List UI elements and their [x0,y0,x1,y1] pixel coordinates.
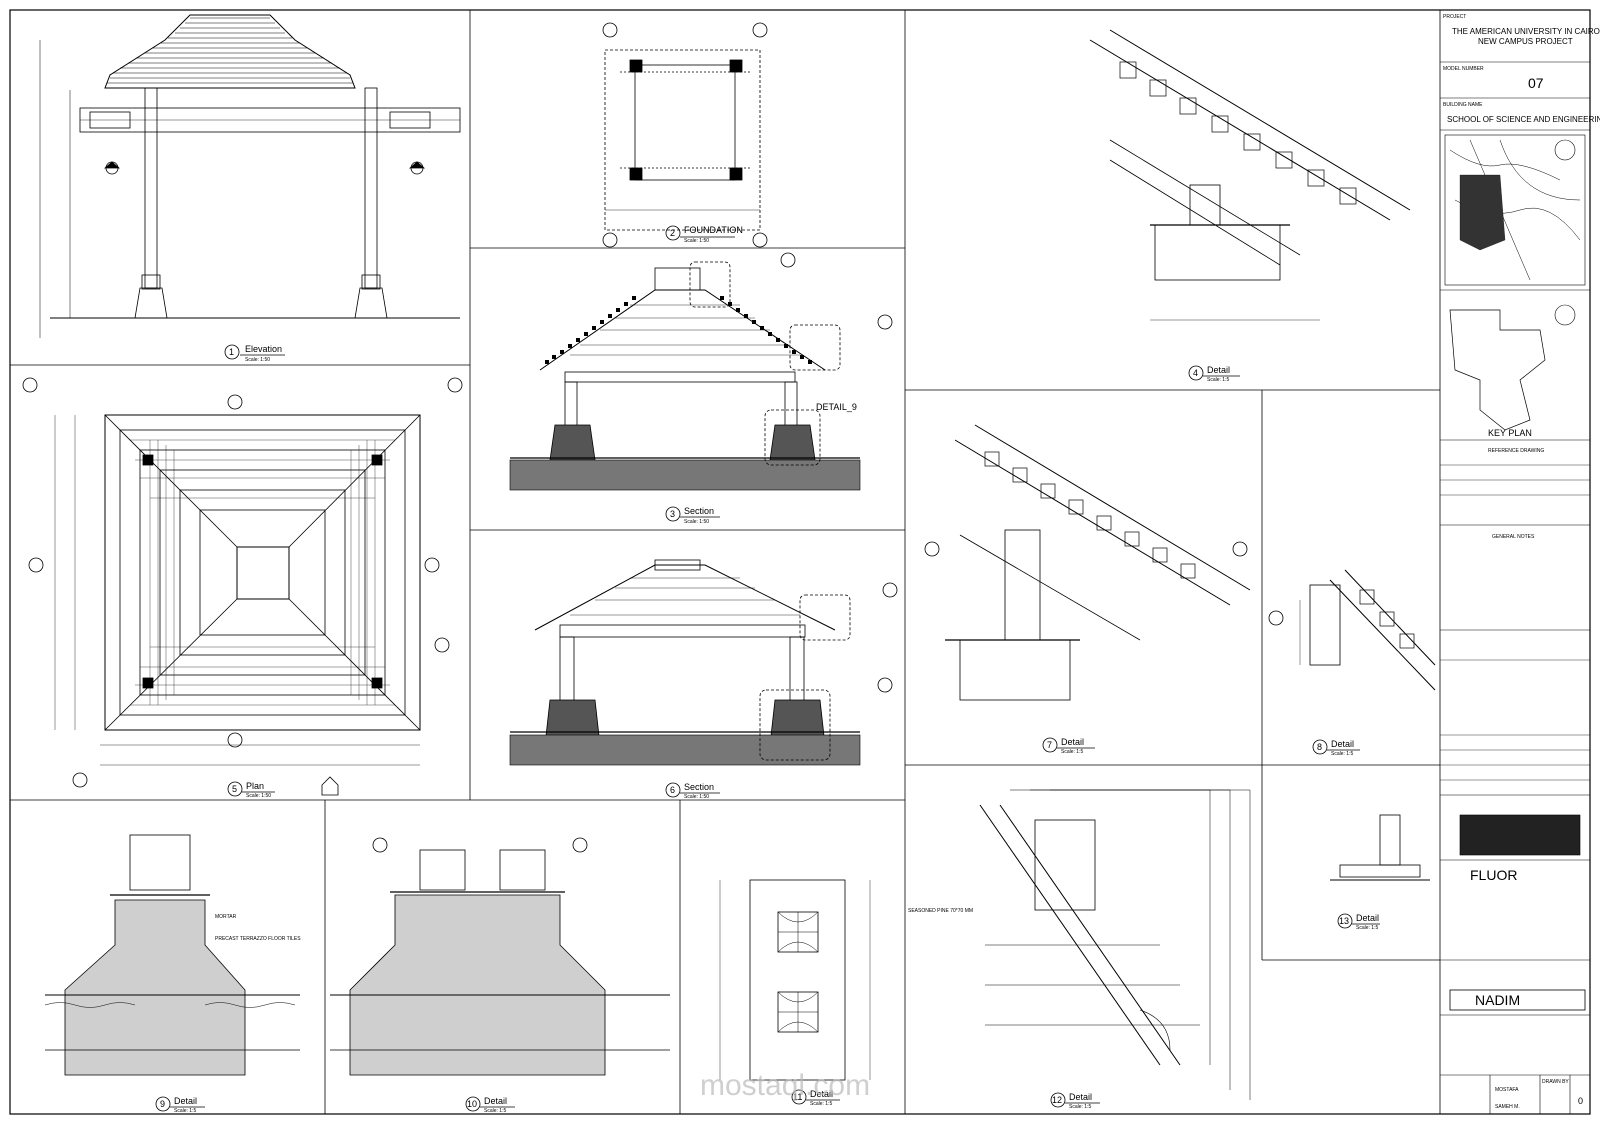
view-2-title: FOUNDATION [684,225,743,235]
view-detail-9 [44,834,300,1112]
revision-number: 0 [1578,1096,1583,1106]
view-9-scale: Scale: 1:5 [174,1108,196,1114]
view-3-scale: Scale: 1:50 [684,519,709,525]
view-9-title: Detail [174,1096,197,1106]
view-10-title: Detail [484,1096,507,1106]
view-6-scale: Scale: 1:50 [684,794,709,800]
view-11-number: 11 [793,1092,802,1102]
view-detail-7 [924,424,1251,753]
firm-fluor: FLUOR [1470,867,1517,883]
view-2-scale: Scale: 1:50 [684,238,709,244]
drawn-by-label: DRAWN BY [1542,1079,1569,1085]
callout-mortar: MORTAR [215,914,237,920]
view-10-number: 10 [467,1099,477,1109]
drawn-by: MOSTAFA [1495,1087,1519,1093]
view-1-title: Elevation [245,344,282,354]
view-detail-4 [1089,29,1411,381]
view-plan [22,377,463,797]
view-7-number: 7 [1047,740,1052,750]
view-3-title: Section [684,506,714,516]
view-12-title: Detail [1069,1092,1092,1102]
model-number-label: MODEL NUMBER [1443,66,1484,72]
view-section-6 [509,559,898,798]
project-name-line-2: NEW CAMPUS PROJECT [1478,37,1573,46]
view-detail-10 [330,837,670,1112]
project-name-line-1: THE AMERICAN UNIVERSITY IN CAIRO [1452,27,1600,36]
view-4-number: 4 [1193,368,1198,378]
watermark: mostaql.com [700,1069,870,1102]
model-number: 07 [1528,75,1544,91]
view-7-scale: Scale: 1:5 [1061,749,1083,755]
view-11-title: Detail [810,1089,833,1099]
view-6-number: 6 [670,785,675,795]
view-12-scale: Scale: 1:5 [1069,1104,1091,1110]
title-block-frame [1440,61,1590,1114]
view-8-scale: Scale: 1:5 [1331,751,1353,757]
view-5-number: 5 [232,784,237,794]
view-detail-8 [1268,569,1436,755]
view-7-title: Detail [1061,737,1084,747]
callout-detail-9: DETAIL_9 [816,402,857,412]
reference-drawing-label: REFERENCE DRAWING [1488,448,1544,454]
view-13-scale: Scale: 1:5 [1356,925,1378,931]
sheet-frame [9,9,1591,1115]
view-13-title: Detail [1356,913,1379,923]
project-label: PROJECT [1443,14,1466,20]
view-12-number: 12 [1052,1095,1062,1105]
building-name: SCHOOL OF SCIENCE AND ENGINEERING [1447,115,1600,124]
view-section-3 [509,252,893,522]
view-10-scale: Scale: 1:5 [484,1108,506,1114]
view-1-number: 1 [229,347,234,357]
view-13-number: 13 [1339,916,1349,926]
firm-nadim: NADIM [1475,992,1520,1008]
callout-precast-tiles: PRECAST TERRAZZO FLOOR TILES [215,936,301,942]
view-5-title: Plan [246,781,264,791]
view-9-number: 9 [160,1099,165,1109]
key-plan-label: KEY PLAN [1488,428,1532,438]
view-detail-12 [979,789,1251,1108]
view-8-number: 8 [1317,742,1322,752]
view-8-title: Detail [1331,739,1354,749]
general-notes-label: GENERAL NOTES [1492,534,1535,540]
view-6-title: Section [684,782,714,792]
view-4-title: Detail [1207,365,1230,375]
view-4-scale: Scale: 1:5 [1207,377,1229,383]
view-5-scale: Scale: 1:50 [246,793,271,799]
view-11-scale: Scale: 1:5 [810,1101,832,1107]
view-1-scale: Scale: 1:50 [245,357,270,363]
view-foundation [602,22,768,248]
checked-by: SAMEH M. [1495,1104,1520,1110]
view-detail-13 [1330,814,1430,929]
callout-seasoned-pine: SEASONED PINE 70*70 MM [908,908,973,914]
building-label: BUILDING NAME [1443,102,1483,108]
view-2-number: 2 [670,228,675,238]
view-detail-11 [719,879,871,1105]
view-3-number: 3 [670,509,675,519]
view-elevation [39,14,461,360]
